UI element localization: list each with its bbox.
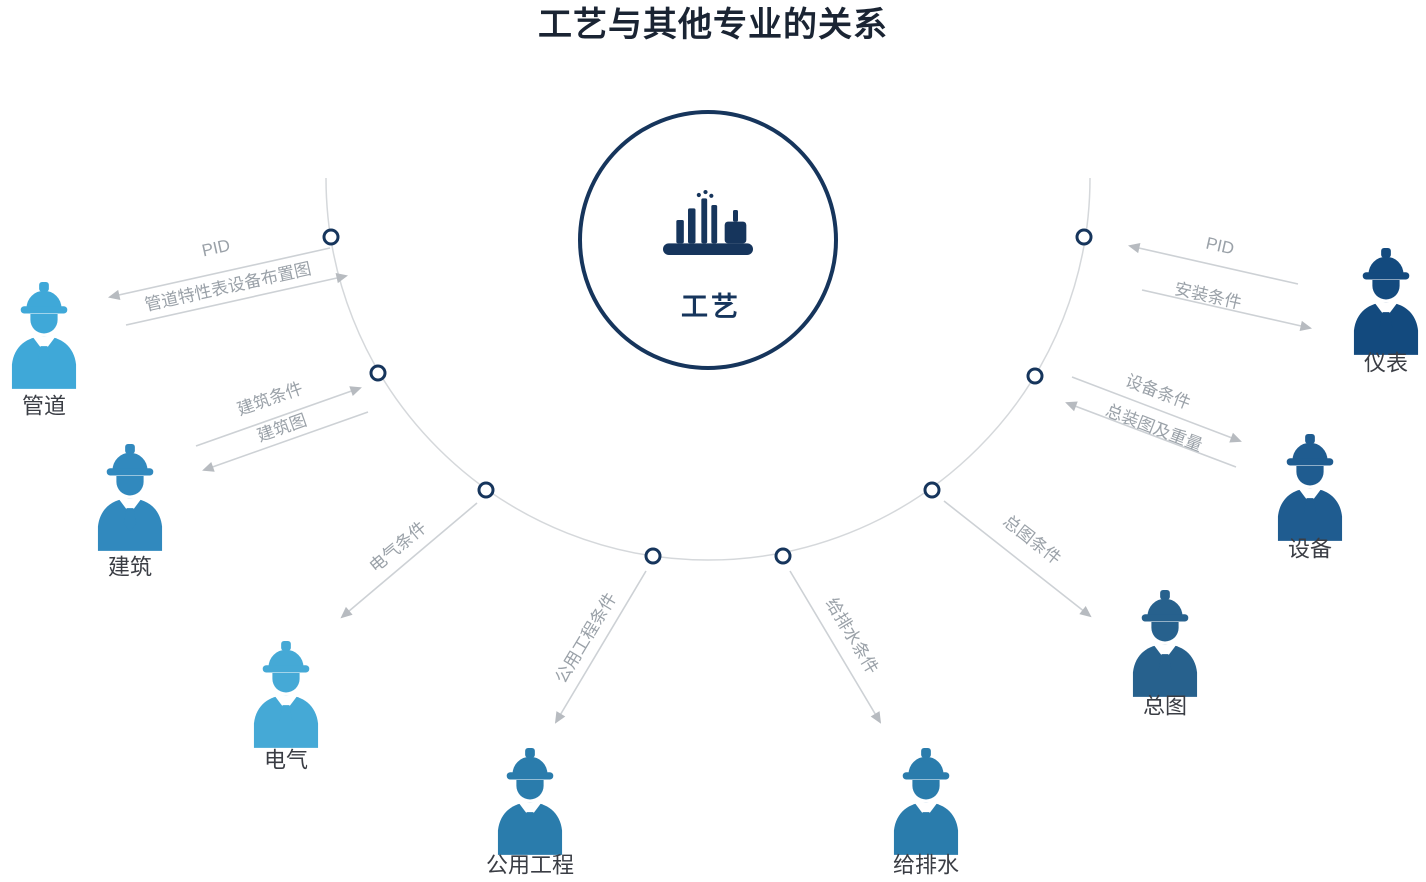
discipline-label: 给排水 [893,853,959,878]
process-hub-circle [578,110,838,370]
flow-arrow-utility-conditions [554,570,647,724]
engineer-icon [1277,433,1343,541]
process-hub-label: 工艺 [681,292,741,322]
discipline-utilities: 公用工程 [486,747,574,878]
connector-dot-architecture [369,364,387,382]
flow-label-install-conditions: 安装条件 [1173,279,1244,312]
flow-arrow-architecture-conditions [195,386,362,447]
engineer-icon [497,747,563,855]
discipline-label: 总图 [1143,694,1187,719]
discipline-label: 建筑 [108,555,152,580]
flow-arrow-layout-conditions [943,500,1092,618]
flow-arrow-drainage-conditions [789,570,882,724]
flow-arrow-piping-docs [125,273,348,326]
flow-arrow-pid-to-piping [108,247,331,300]
flow-label-pid-left: PID [200,236,232,261]
discipline-label: 电气 [264,748,308,773]
discipline-label: 仪表 [1364,351,1408,376]
discipline-instrumentation: 仪表 [1353,247,1419,376]
discipline-general-layout: 总图 [1132,589,1198,719]
engineer-icon [893,747,959,855]
flow-arrow-architecture-drawings [202,411,369,472]
flow-label-layout-conditions: 总图条件 [999,512,1064,569]
flow-label-pid-right: PID [1204,234,1236,259]
discipline-architecture: 建筑 [97,443,163,580]
discipline-piping: 管道 [11,281,77,419]
connector-dot-layout [923,481,941,499]
engineer-icon [1353,247,1419,355]
engineer-icon [1132,589,1198,697]
diagram-title: 工艺与其他专业的关系 [538,6,888,44]
engineer-icon [97,443,163,551]
flow-arrow-pid-instrumentation [1128,243,1299,285]
flow-label-drainage-conditions: 给排水条件 [822,595,882,678]
connector-dot-equipment [1026,367,1044,385]
flow-label-electrical-conditions: 电气条件 [366,518,430,576]
discipline-label: 管道 [22,394,66,419]
flow-arrow-electrical-conditions [340,502,478,619]
engineer-icon [253,640,319,748]
connector-dot-instrumentation [1075,228,1093,246]
flow-arrow-assembly-weight [1065,401,1237,468]
discipline-equipment: 设备 [1277,433,1343,562]
flow-label-equipment-conditions: 设备条件 [1123,371,1193,413]
connector-dot-drainage [774,547,792,565]
discipline-label: 设备 [1288,537,1332,562]
connector-dot-piping [322,228,340,246]
relation-arc [325,177,1091,561]
engineer-icon [11,281,77,389]
connector-dot-utilities [644,547,662,565]
discipline-drainage: 给排水 [893,747,959,878]
discipline-electrical: 电气 [253,640,319,773]
discipline-label: 公用工程 [486,853,574,878]
connector-dot-electrical [477,481,495,499]
flow-arrow-equipment-conditions [1071,376,1242,443]
flow-label-piping-docs: 管道特性表设备布置图 [143,259,313,315]
flow-arrow-install-conditions [1141,289,1312,331]
process-hub: 工艺 [578,110,838,370]
